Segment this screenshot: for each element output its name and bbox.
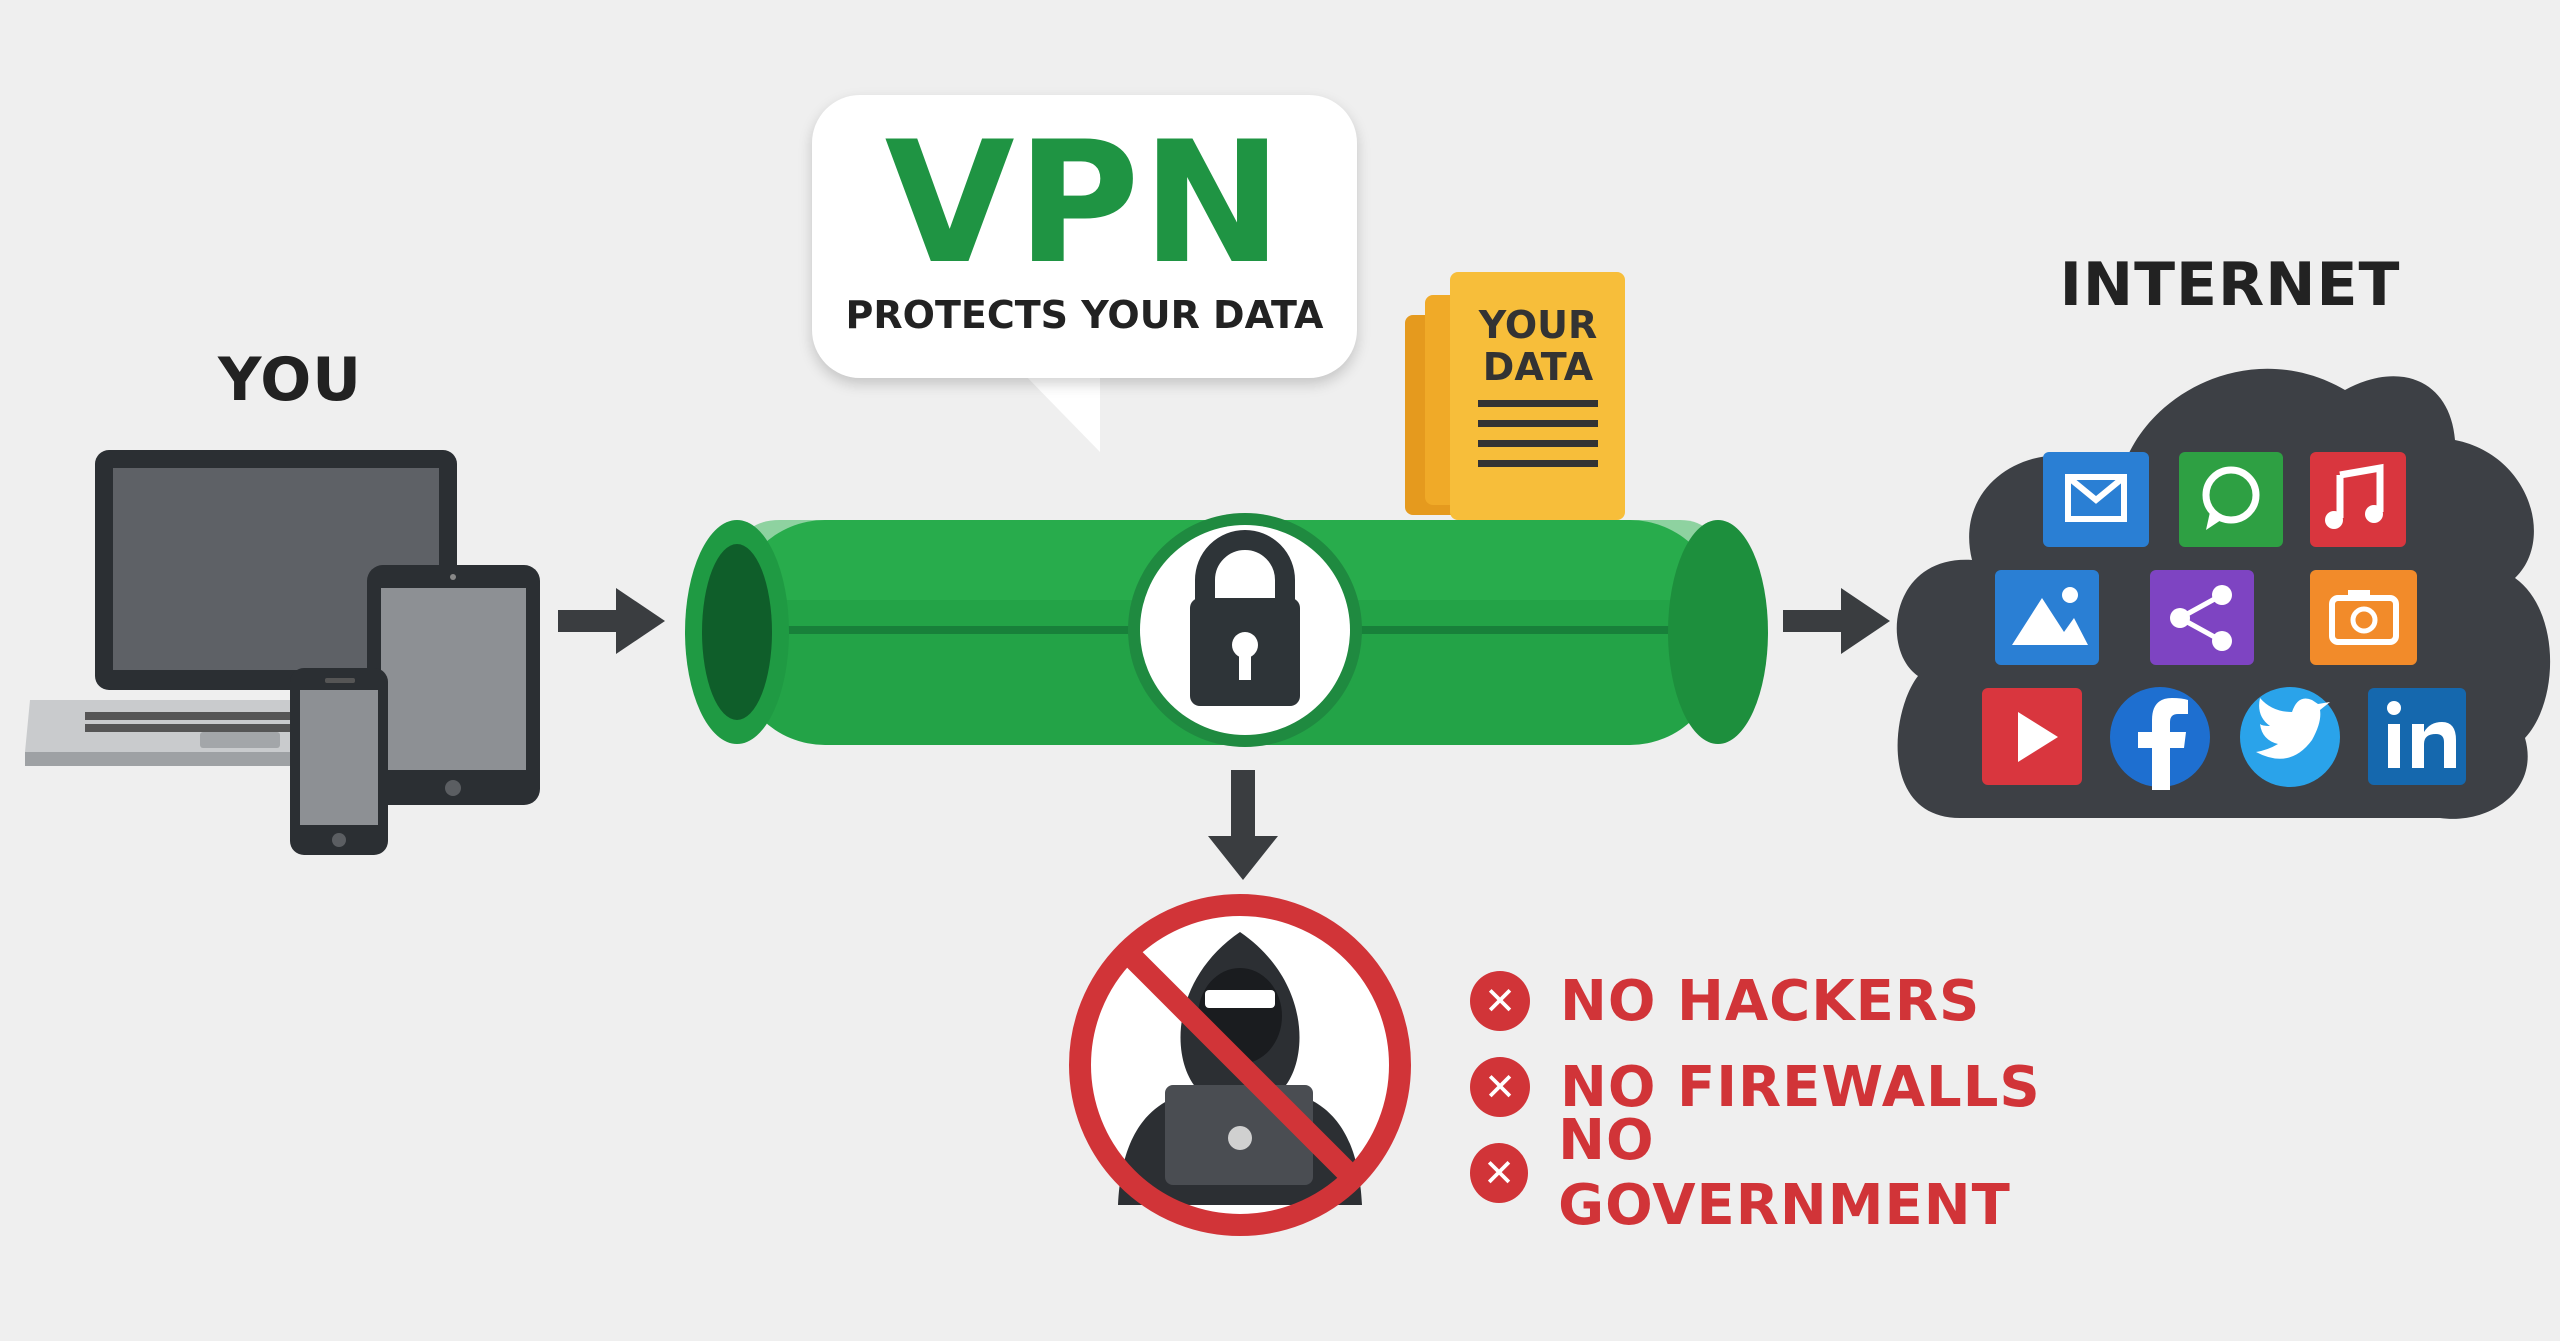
twitter-icon [2240, 687, 2340, 787]
arrow-down-icon [1208, 770, 1278, 880]
blocked-item: ✕ NO FIREWALLS [1470, 1044, 2110, 1130]
vpn-speech-bubble: VPN PROTECTS YOUR DATA [812, 95, 1357, 378]
tablet-icon [367, 565, 540, 805]
youtube-icon [1982, 688, 2082, 785]
share-icon [2150, 570, 2254, 665]
linkedin-icon [2368, 688, 2466, 785]
blocked-item-text: NO GOVERNMENT [1558, 1108, 2011, 1238]
close-icon: ✕ [1470, 1143, 1529, 1203]
music-icon [2310, 452, 2406, 547]
blocked-item: ✕ NO HACKERS [1470, 958, 2110, 1044]
arrow-right-icon [1783, 588, 1890, 654]
chat-icon [2179, 452, 2283, 547]
phone-icon [290, 668, 388, 855]
facebook-icon [2110, 687, 2210, 790]
mail-icon [2043, 452, 2149, 547]
vpn-title: VPN [884, 105, 1285, 301]
photos-icon [1995, 570, 2099, 665]
blocked-item: ✕ NO GOVERNMENT [1470, 1108, 2110, 1238]
document-icon [1405, 272, 1625, 520]
internet-label: INTERNET [2059, 250, 2401, 320]
blocked-list: ✕ NO HACKERS ✕ NO FIREWALLS ✕ NO GOVERNM… [1470, 958, 2110, 1238]
vpn-subtitle: PROTECTS YOUR DATA [845, 293, 1324, 337]
camera-icon [2310, 570, 2417, 665]
you-label: YOU [217, 345, 363, 415]
close-icon: ✕ [1470, 971, 1530, 1031]
close-icon: ✕ [1470, 1057, 1530, 1117]
blocked-item-text: NO FIREWALLS [1560, 1054, 2041, 1120]
blocked-item-text: NO HACKERS [1560, 968, 1981, 1034]
lock-icon [1128, 513, 1362, 747]
arrow-right-icon [558, 588, 665, 654]
prohibited-icon [1069, 894, 1411, 1236]
speech-bubble-tail [1020, 370, 1100, 452]
